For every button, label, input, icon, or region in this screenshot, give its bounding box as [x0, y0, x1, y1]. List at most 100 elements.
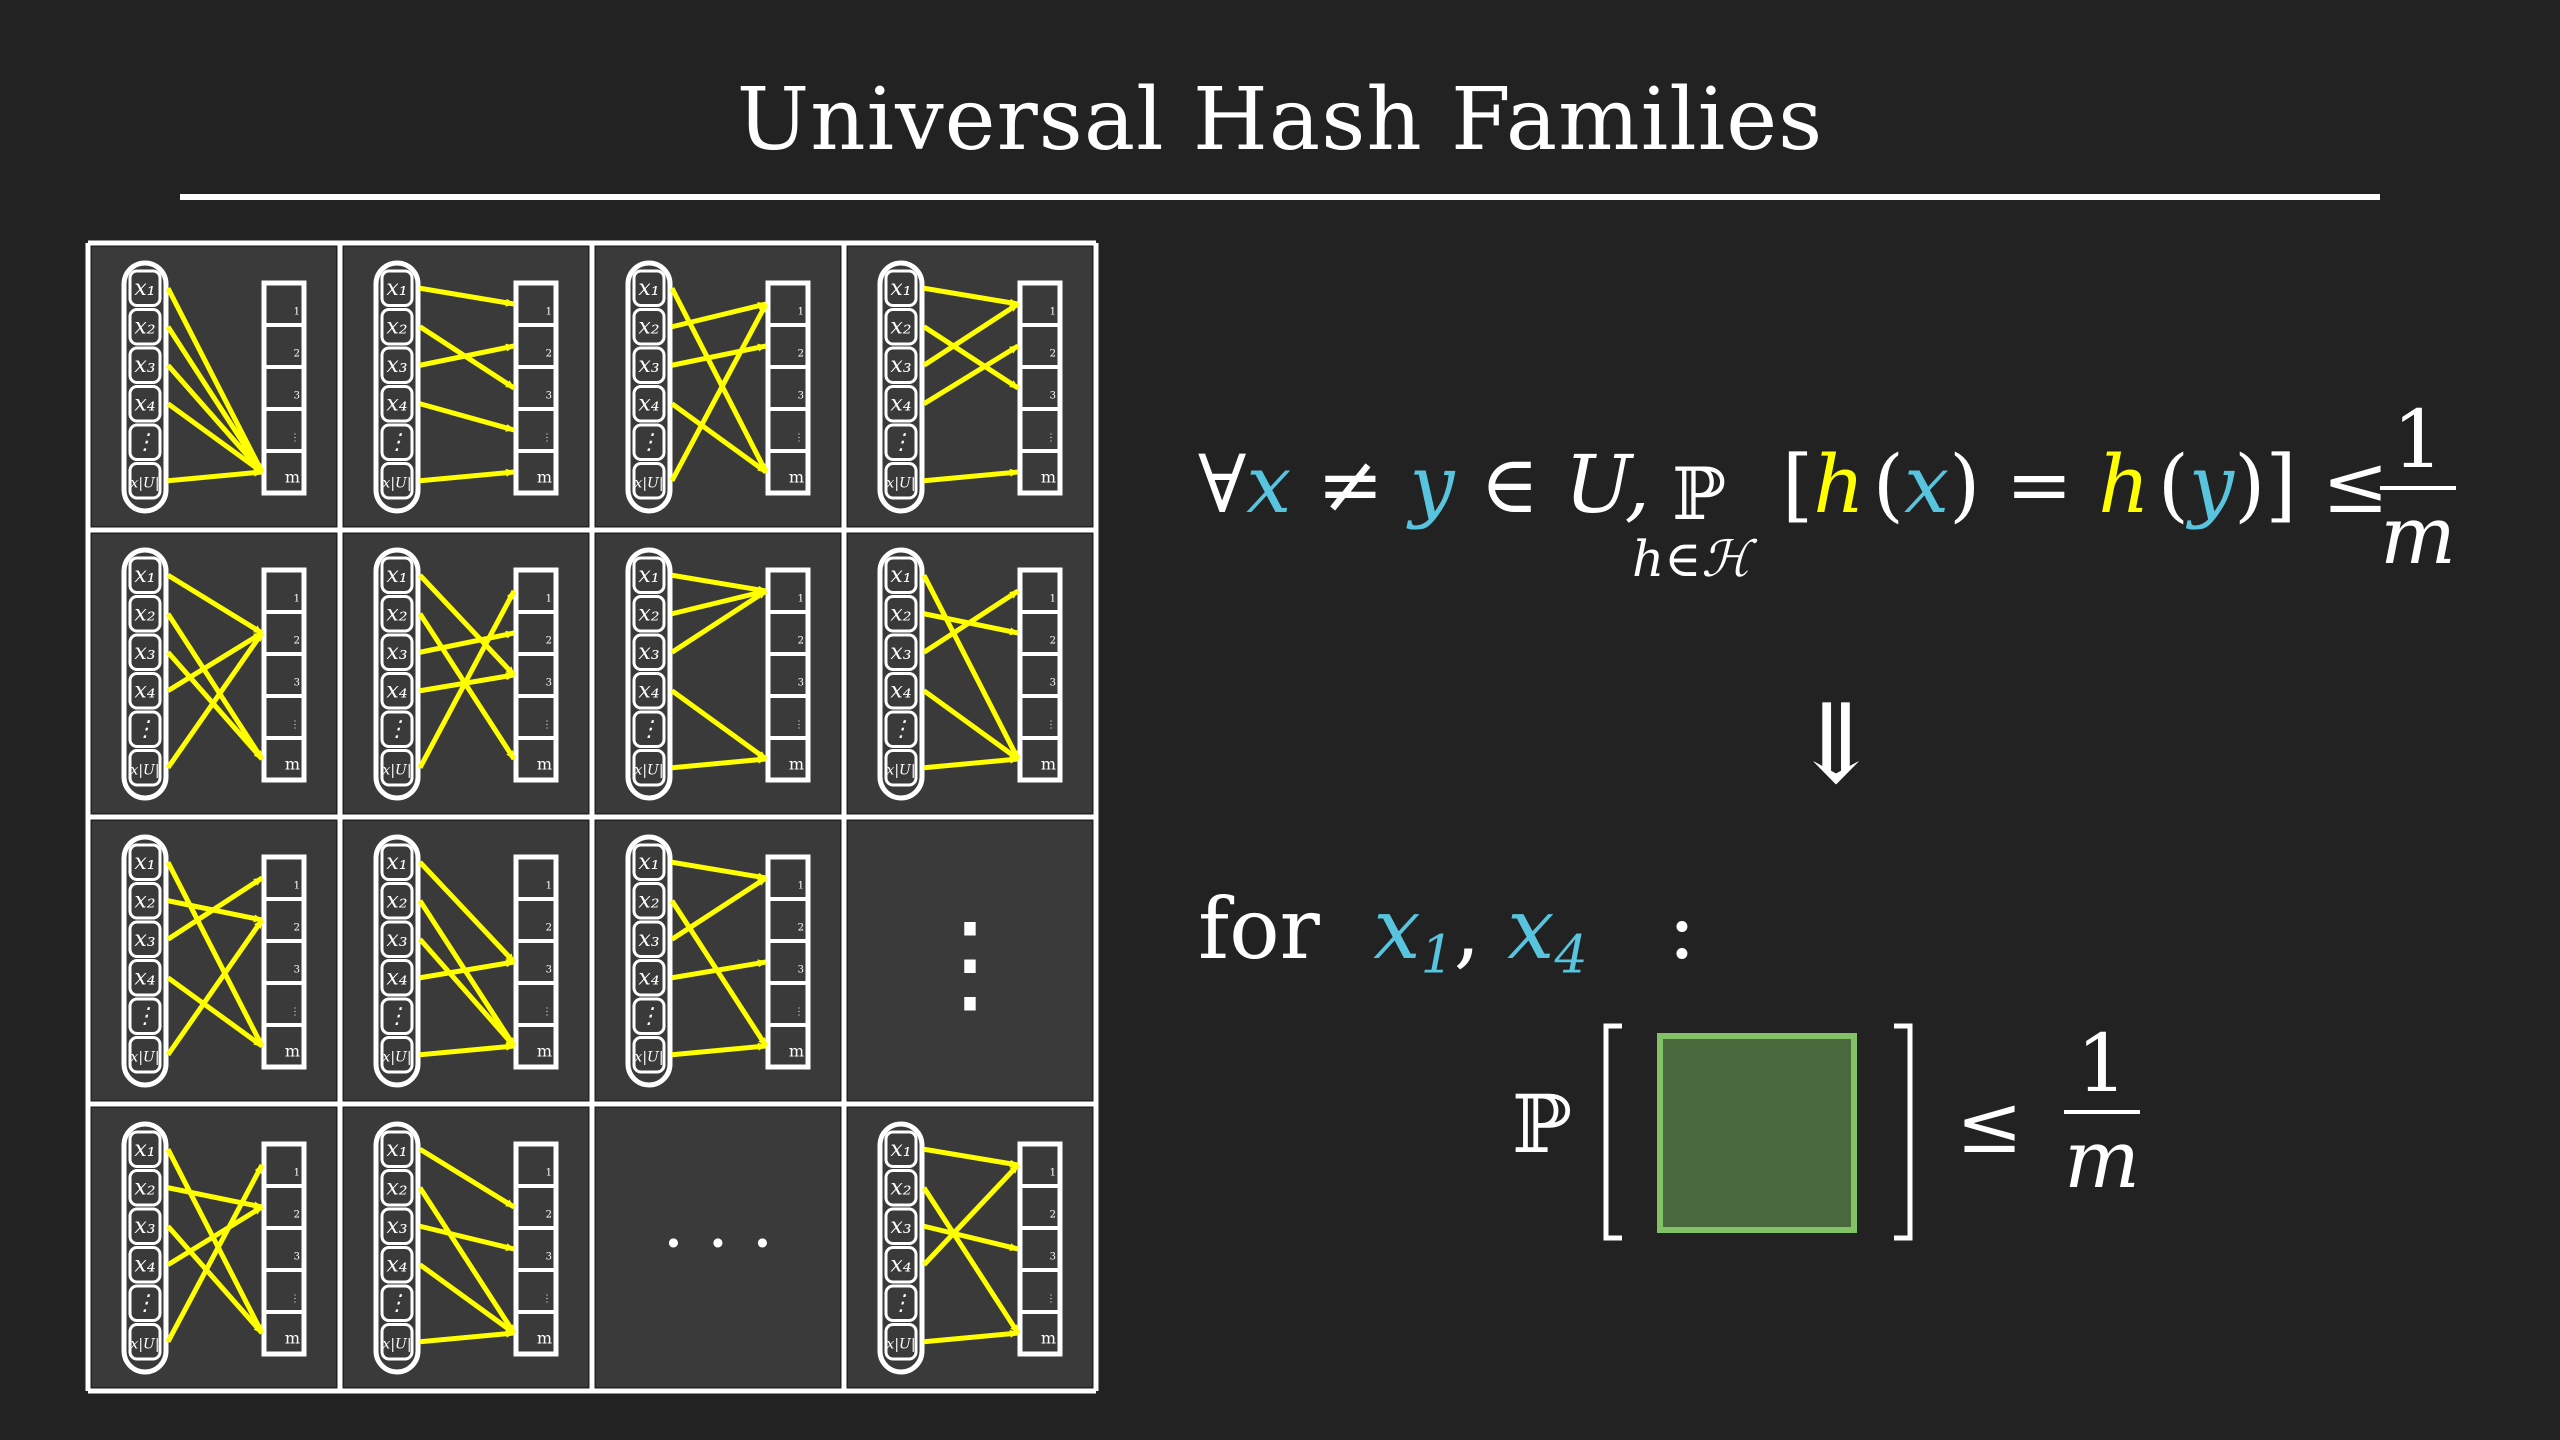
- input-label: x₁: [386, 563, 407, 588]
- bucket-label: 2: [798, 636, 804, 647]
- input-slot: [380, 633, 414, 671]
- input-slot: [884, 385, 918, 423]
- hash-arrow: [166, 975, 264, 1049]
- input-slot: [380, 462, 414, 500]
- input-label: ⋮: [134, 717, 156, 742]
- fraction-numerator: 1: [2392, 393, 2444, 486]
- probability-symbol: ℙ: [1672, 452, 1727, 536]
- bucket-label: ⋮: [794, 433, 804, 444]
- input-label: x₁: [638, 563, 659, 588]
- arg-y: y: [2188, 438, 2235, 531]
- hash-arrow: [922, 1163, 1020, 1267]
- input-label: x₁: [134, 276, 155, 301]
- input-slot: [380, 1323, 414, 1361]
- in-universe: ∈ U,: [1479, 438, 1651, 531]
- input-label: x₂: [890, 314, 911, 339]
- input-label: x|U|: [634, 475, 663, 491]
- input-label: x|U|: [130, 475, 159, 491]
- input-universe-capsule: [877, 260, 925, 514]
- bucket-label: 2: [798, 923, 804, 934]
- bucket-label: ⋮: [542, 1007, 552, 1018]
- hash-arrow: [419, 1329, 515, 1345]
- input-label: x₂: [134, 601, 155, 626]
- hash-arrow: [671, 572, 767, 594]
- lparen-1: (: [1872, 438, 1904, 531]
- input-slot: [632, 710, 666, 748]
- bucket-table: [1017, 567, 1063, 783]
- right-square-bracket: [1894, 1023, 1913, 1241]
- input-slot: [380, 1207, 414, 1245]
- input-slot: [884, 672, 918, 710]
- input-label: x₄: [638, 391, 659, 416]
- input-label: x₄: [890, 1252, 911, 1277]
- bucket-label: 2: [294, 636, 300, 647]
- input-slot: [128, 1169, 162, 1207]
- bucket-table: [513, 1141, 559, 1357]
- bucket-table: [513, 854, 559, 1070]
- bucket-label: 2: [1050, 636, 1056, 647]
- event-placeholder-box: [1657, 1033, 1857, 1233]
- input-slot: [632, 672, 666, 710]
- hash-arrow: [922, 301, 1020, 368]
- input-label: x|U|: [382, 762, 411, 778]
- input-label: x₁: [386, 850, 407, 875]
- input-label: x₃: [386, 1214, 407, 1239]
- hash-arrow: [417, 899, 517, 1048]
- input-label: x₄: [386, 1252, 407, 1277]
- input-slot: [632, 269, 666, 307]
- input-label: x₄: [638, 965, 659, 990]
- input-slot: [884, 1284, 918, 1322]
- bound-leq-symbol: ≤: [1956, 1078, 2024, 1171]
- hash-arrow: [165, 612, 265, 761]
- input-slot: [380, 1169, 414, 1207]
- input-slot: [128, 556, 162, 594]
- equals-symbol: =: [2005, 438, 2073, 531]
- input-label: x₁: [890, 276, 911, 301]
- bucket-table: [513, 567, 559, 783]
- probability-subscript: h∈ℋ: [1632, 530, 1751, 588]
- bucket-label: 1: [1050, 594, 1056, 605]
- input-label: ⋮: [386, 717, 408, 742]
- input-slot: [632, 749, 666, 787]
- input-label: x₃: [134, 353, 155, 378]
- horizontal-ellipsis: · · ·: [662, 1203, 773, 1285]
- bucket-label: m: [285, 755, 300, 774]
- hash-arrow: [418, 1262, 516, 1336]
- input-label: x₃: [134, 640, 155, 665]
- input-label: x₃: [890, 640, 911, 665]
- input-slot: [884, 308, 918, 346]
- input-label: x₃: [386, 927, 407, 952]
- input-label: x₄: [386, 391, 407, 416]
- input-slot: [884, 1323, 918, 1361]
- input-slot: [128, 595, 162, 633]
- hash-arrow: [417, 1186, 517, 1335]
- bucket-label: 1: [1050, 307, 1056, 318]
- hash-arrow: [166, 401, 264, 475]
- input-slot: [884, 1246, 918, 1284]
- input-label: x₃: [638, 353, 659, 378]
- input-label: x₁: [890, 563, 911, 588]
- input-label: x₃: [386, 640, 407, 665]
- input-universe-capsule: [121, 547, 169, 801]
- input-label: x₄: [386, 678, 407, 703]
- input-slot: [380, 672, 414, 710]
- bucket-label: 3: [798, 965, 804, 976]
- input-slot: [380, 882, 414, 920]
- hash-arrow: [923, 1223, 1019, 1252]
- bucket-label: 3: [546, 678, 552, 689]
- hash-arrow: [418, 573, 516, 677]
- hash-arrow: [166, 630, 264, 693]
- input-slot: [380, 959, 414, 997]
- input-label: x₁: [890, 1137, 911, 1162]
- input-label: x₄: [134, 1252, 155, 1277]
- input-label: x₂: [638, 601, 659, 626]
- input-universe-capsule: [373, 547, 421, 801]
- input-slot: [380, 308, 414, 346]
- var-x1: x1: [1373, 880, 1454, 986]
- input-label: x₂: [638, 888, 659, 913]
